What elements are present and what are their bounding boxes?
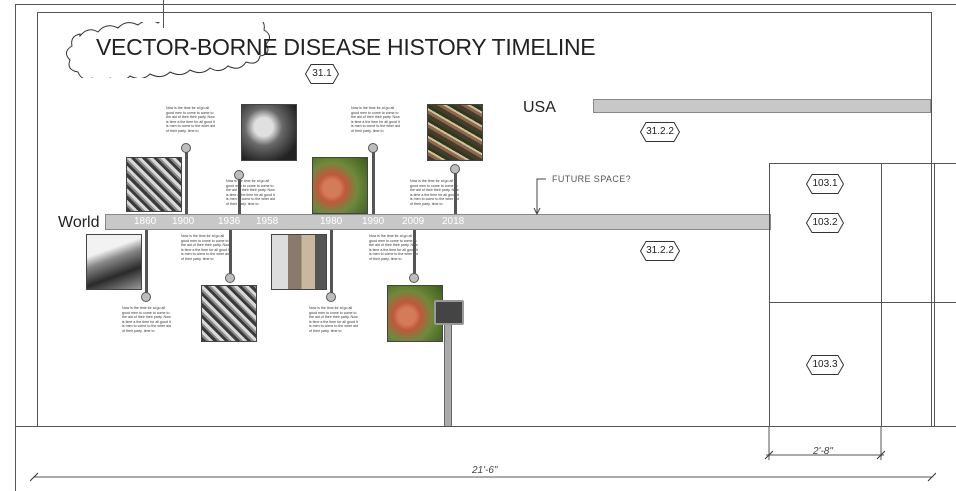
photo-1936-lower — [201, 285, 257, 342]
blurb-1990: Now is the time for al go all good men t… — [351, 106, 400, 133]
future-space-leader — [533, 178, 546, 216]
blurb-1900-lower: Now is the time for al go all good men t… — [181, 234, 230, 261]
panel-bay-left — [769, 163, 770, 426]
title-leader-line — [163, 0, 164, 28]
panel-bay-mid — [769, 302, 956, 303]
page-title: VECTOR-BORNE DISEASE HISTORY TIMELINE — [96, 34, 596, 60]
floor-line — [15, 426, 956, 427]
tag-103-2: 103.2 — [806, 213, 844, 233]
photo-1958-lower — [271, 234, 327, 290]
blurb-2009-lower: Now is the time for al go all good men t… — [369, 234, 418, 261]
year-1936: 1936 — [218, 216, 241, 227]
usa-timeline-bar — [593, 99, 931, 113]
year-1860: 1860 — [134, 216, 157, 227]
pin-1990-stem — [372, 152, 375, 214]
photo-2018-upper — [427, 104, 483, 161]
year-1900: 1900 — [172, 216, 195, 227]
pin-1980-lower-head — [326, 292, 336, 302]
revision-cloud — [66, 22, 270, 78]
pin-1860-lower-stem — [145, 230, 148, 294]
year-2018: 2018 — [442, 216, 465, 227]
blurb-1860-lower: Now is the time for al go all good men t… — [122, 306, 171, 333]
usa-label: USA — [523, 99, 556, 116]
pin-2009-lower-head — [409, 273, 419, 283]
year-1958: 1958 — [256, 216, 279, 227]
overall-dimension-line — [30, 472, 936, 482]
panel-dimension-label: 2'-8" — [813, 446, 833, 457]
panel-right-line — [931, 12, 932, 426]
year-1990: 1990 — [362, 216, 385, 227]
blurb-1980-lower: Now is the time for al go all good men t… — [309, 306, 358, 333]
tag-world: 31.2.2 — [640, 241, 680, 261]
panel-left-line — [37, 12, 38, 426]
kiosk-monitor — [434, 300, 464, 325]
tag-103-3: 103.3 — [806, 355, 844, 375]
pin-2009-lower-stem — [413, 230, 416, 276]
pin-1936-lower-stem — [229, 230, 232, 276]
photo-1958-upper — [241, 104, 297, 161]
pin-1860-lower-head — [141, 292, 151, 302]
pin-2018-stem — [454, 173, 457, 214]
year-1980: 1980 — [320, 216, 343, 227]
panel-bay-top — [769, 163, 956, 164]
frame-left-line — [15, 4, 16, 491]
panel-dimension-line — [764, 426, 886, 460]
year-2009: 2009 — [402, 216, 425, 227]
photo-1860-upper — [126, 157, 182, 212]
world-timeline-bar — [105, 214, 771, 230]
pin-1900-stem — [185, 152, 188, 214]
blurb-1900: Now is the time for al go all good men t… — [166, 106, 215, 133]
tag-usa: 31.2.2 — [640, 122, 680, 142]
panel-bay-right — [881, 163, 882, 426]
panel-bay-far-right — [934, 163, 935, 426]
blurb-1936-upper: Now is the time for al go all good men t… — [226, 179, 275, 206]
pin-1936-upper-stem — [238, 179, 241, 214]
photo-2009-lower — [387, 285, 443, 342]
frame-top-line — [15, 4, 956, 5]
tag-31-1: 31.1 — [305, 64, 339, 84]
overall-dimension-label: 21'-6" — [472, 465, 498, 476]
pin-1980-lower-stem — [330, 230, 333, 294]
panel-top-line — [37, 12, 931, 13]
pin-1936-lower-head — [225, 273, 235, 283]
photo-1980-mosquito — [312, 157, 368, 214]
tag-103-1: 103.1 — [806, 174, 844, 194]
photo-1860-lower — [86, 234, 142, 290]
kiosk-post — [444, 325, 452, 426]
future-space-label: FUTURE SPACE? — [552, 174, 632, 184]
blurb-2009-upper: Now is the time for al go all good men t… — [410, 179, 459, 206]
world-label: World — [58, 214, 100, 231]
